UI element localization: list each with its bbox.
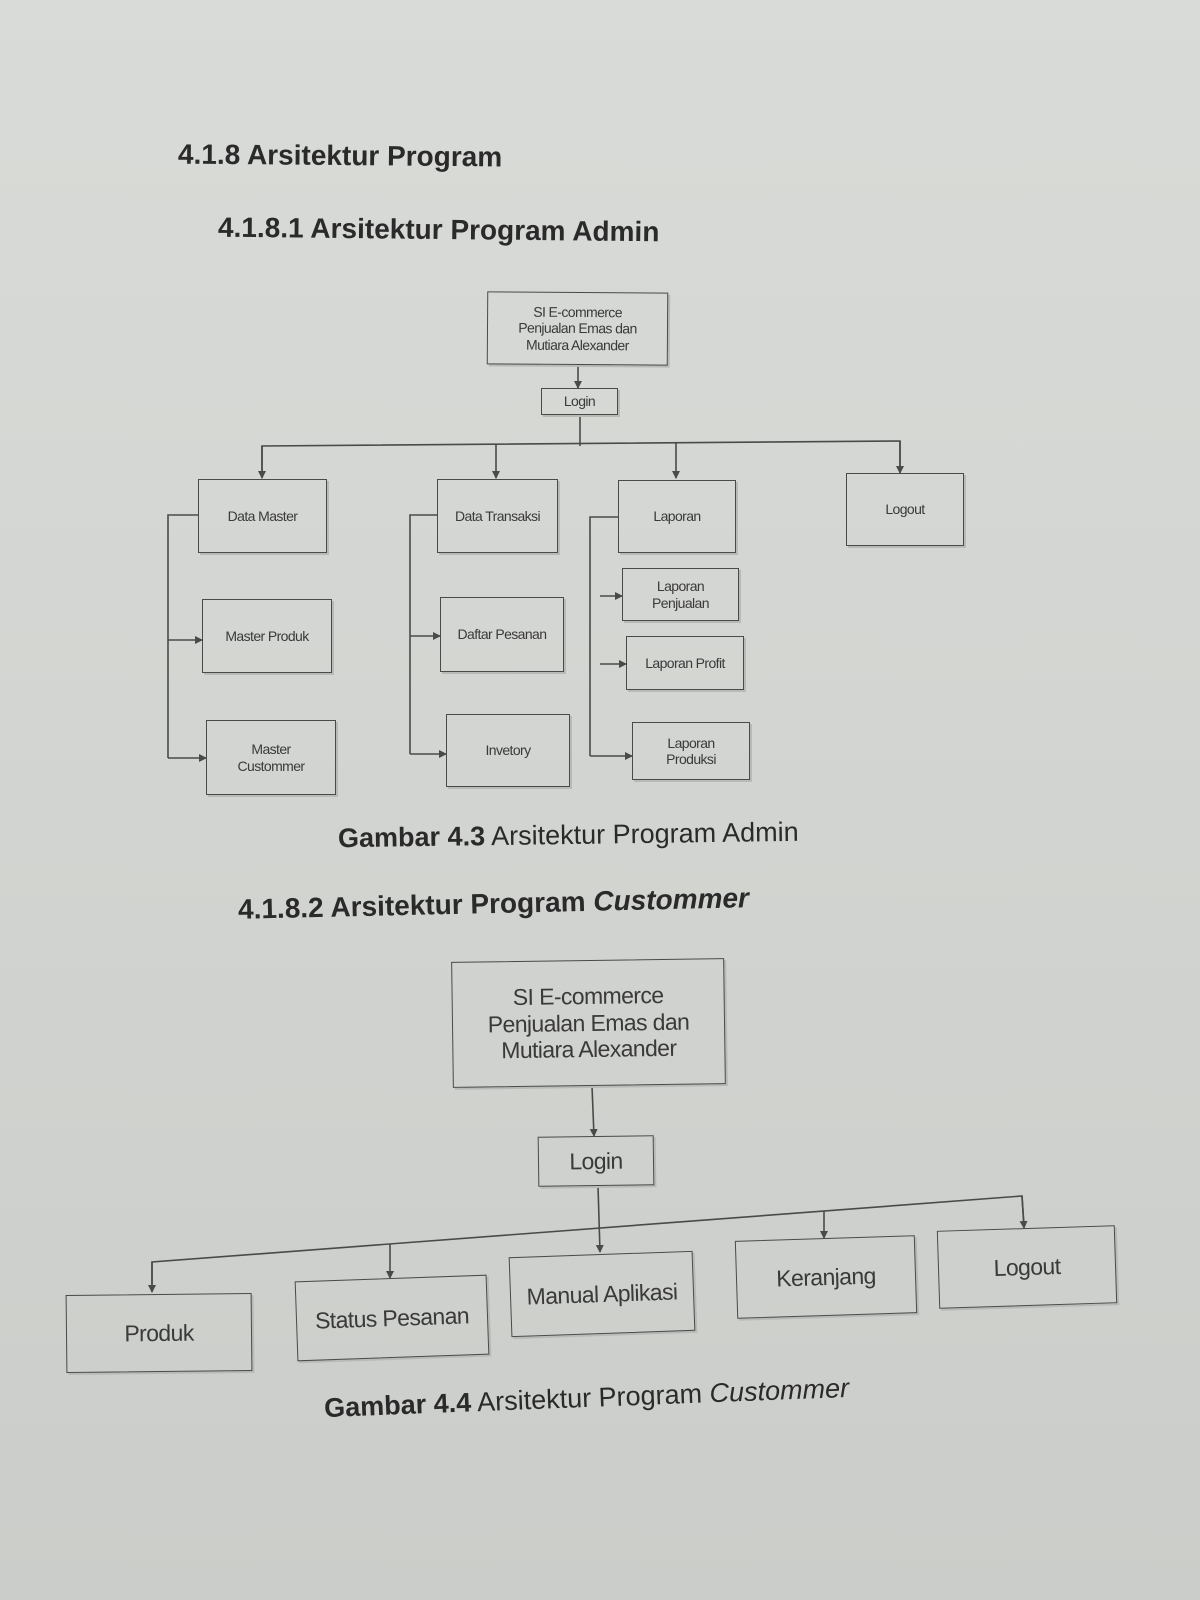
heading-customer-italic: Custommer [592, 882, 750, 917]
admin-data-transaksi-label: Data Transaksi [455, 507, 541, 524]
cust-manual-aplikasi-label: Manual Aplikasi [526, 1278, 678, 1310]
admin-logout-label: Logout [885, 501, 925, 518]
admin-laporan-penjualan-line-1: Laporan [656, 578, 705, 595]
cust-root-line-1: SI E-commerce [512, 982, 664, 1011]
admin-daftar-pesanan-label: Daftar Pesanan [457, 626, 547, 643]
cust-status-pesanan-label: Status Pesanan [314, 1302, 470, 1334]
admin-logout-node: Logout [846, 473, 964, 546]
cust-root-line-2: Penjualan Emas dan [487, 1008, 690, 1038]
cust-status-pesanan-node: Status Pesanan [294, 1274, 490, 1362]
cust-logout-node: Logout [936, 1225, 1118, 1309]
cust-keranjang-label: Keranjang [775, 1262, 877, 1292]
cust-logout-label: Logout [993, 1252, 1061, 1281]
admin-login-label: Login [563, 393, 596, 410]
edge-admin-master-spine [167, 514, 198, 758]
edge-cust-bus-logout [1019, 1195, 1028, 1229]
admin-master-customer-node: Master Custommer [206, 720, 336, 795]
admin-laporan-label: Laporan [653, 508, 701, 525]
admin-laporan-produksi-node: Laporan Produksi [632, 722, 750, 780]
cust-login-label: Login [569, 1147, 623, 1175]
admin-laporan-produksi-line-2: Produksi [666, 751, 716, 767]
admin-daftar-pesanan-node: Daftar Pesanan [440, 597, 564, 672]
cust-produk-node: Produk [65, 1293, 253, 1373]
admin-laporan-penjualan-node: Laporan Penjualan [622, 568, 739, 621]
cust-login-node: Login [537, 1135, 655, 1187]
figure-caption-admin: Gambar 4.3 Arsitektur Program Admin [338, 817, 799, 854]
edge-cust-root-login [589, 1085, 598, 1137]
edge-cust-login-bus [595, 1185, 604, 1253]
admin-root-node: SI E-commerce Penjualan Emas dan Mutiara… [486, 291, 669, 366]
cust-root-node: SI E-commerce Penjualan Emas dan Mutiara… [451, 958, 726, 1088]
cust-keranjang-node: Keranjang [734, 1235, 918, 1319]
admin-root-line-3: Mutiara Alexander [526, 336, 629, 353]
admin-inventory-node: Invetory [446, 714, 570, 787]
heading-customer-text: 4.1.8.2 Arsitektur Program [237, 885, 594, 925]
cust-root-line-3: Mutiara Alexander [501, 1034, 677, 1064]
admin-laporan-profit-node: Laporan Profit [626, 636, 744, 690]
caption-admin-text: Arsitektur Program Admin [484, 816, 799, 852]
caption-customer-label: Gambar 4.4 [323, 1387, 472, 1424]
edge-admin-bus [261, 440, 901, 478]
admin-laporan-produksi-line-1: Laporan [667, 734, 715, 751]
admin-data-master-node: Data Master [198, 479, 327, 553]
admin-master-produk-label: Master Produk [225, 627, 309, 644]
cust-manual-aplikasi-node: Manual Aplikasi [508, 1250, 696, 1338]
admin-inventory-label: Invetory [485, 742, 532, 759]
admin-laporan-penjualan-line-2: Penjualan [652, 594, 709, 611]
cust-produk-label: Produk [124, 1319, 194, 1347]
caption-admin-label: Gambar 4.3 [337, 821, 486, 854]
admin-root-line-2: Penjualan Emas dan [518, 320, 637, 337]
admin-data-master-label: Data Master [227, 507, 298, 524]
admin-master-customer-line-1: Master [251, 741, 291, 758]
admin-master-customer-line-2: Custommer [237, 757, 306, 774]
admin-master-produk-node: Master Produk [202, 599, 332, 673]
admin-root-line-1: SI E-commerce [533, 304, 622, 321]
edge-admin-transaksi-spine [409, 514, 437, 754]
admin-laporan-node: Laporan [618, 480, 736, 553]
admin-login-node: Login [541, 388, 618, 415]
edge-admin-laporan-spine [589, 516, 618, 756]
admin-laporan-profit-label: Laporan Profit [645, 654, 725, 671]
caption-customer-italic: Custommer [708, 1372, 850, 1409]
admin-data-transaksi-node: Data Transaksi [437, 479, 558, 553]
